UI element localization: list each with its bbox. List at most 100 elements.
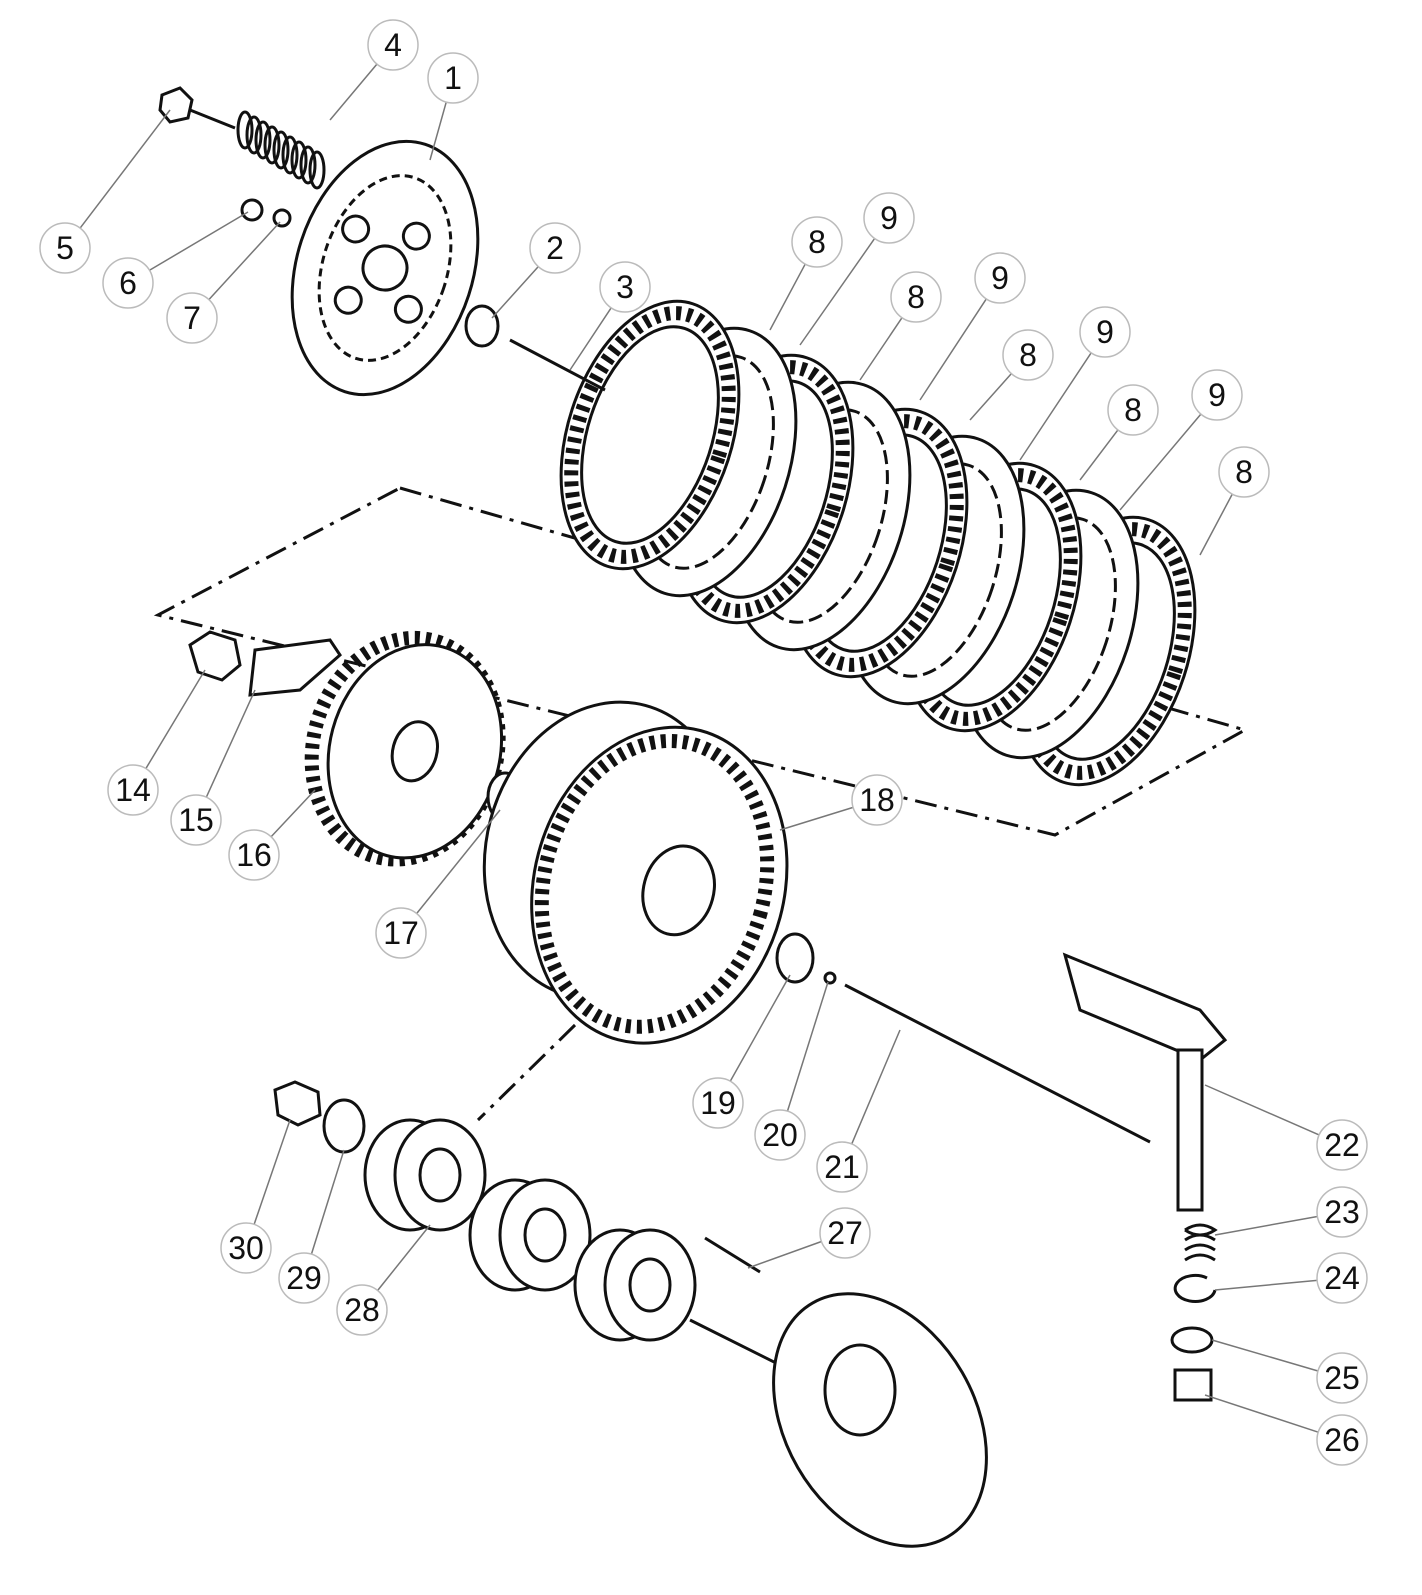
callout-9[interactable]: 9 [1191,369,1243,421]
callout-1[interactable]: 1 [427,52,479,104]
callout-circle [754,1109,806,1161]
callout-number: 18 [859,782,895,818]
callout-26[interactable]: 26 [1316,1414,1368,1466]
leader-line [779,806,854,831]
leader-line [859,317,903,381]
callout-number: 30 [228,1230,264,1266]
callout-number: 21 [824,1149,860,1185]
callout-8[interactable]: 8 [890,271,942,323]
circlip [1173,1274,1217,1303]
callout-circle [278,1252,330,1304]
callout-number: 29 [286,1260,322,1296]
callout-circle [819,1207,871,1259]
callout-number: 20 [762,1117,798,1153]
nut [240,198,264,222]
clutch-pushrod [844,983,1151,1144]
callout-29[interactable]: 29 [278,1252,330,1304]
callout-number: 8 [907,279,925,315]
callout-circle [1079,306,1131,358]
callout-18[interactable]: 18 [851,774,903,826]
callout-number: 22 [1324,1127,1360,1163]
callout-circle [1316,1186,1368,1238]
callout-25[interactable]: 25 [1316,1352,1368,1404]
return-spring [1184,1223,1218,1262]
callout-8[interactable]: 8 [1218,446,1270,498]
callout-number: 25 [1324,1360,1360,1396]
callout-number: 2 [546,230,564,266]
leader-line [729,974,791,1082]
callout-21[interactable]: 21 [816,1141,868,1193]
callout-number: 8 [1124,392,1142,428]
callout-27[interactable]: 27 [819,1207,871,1259]
callout-circle [1191,369,1243,421]
callout-circle [166,292,218,344]
leader-line [1214,1215,1318,1236]
callout-28[interactable]: 28 [336,1284,388,1336]
callout-circle [791,216,843,268]
callout-circle [863,192,915,244]
callout-number: 9 [991,260,1009,296]
clutch-spring [236,110,326,190]
primary-washer [322,1098,366,1154]
leader-line [208,221,281,301]
leader-line [569,307,612,371]
callout-circle [220,1222,272,1274]
callout-20[interactable]: 20 [754,1109,806,1161]
callout-16[interactable]: 16 [228,829,280,881]
callout-22[interactable]: 22 [1316,1119,1368,1171]
callout-8[interactable]: 8 [791,216,843,268]
callout-15[interactable]: 15 [170,794,222,846]
callout-9[interactable]: 9 [974,252,1026,304]
leader-line [329,63,378,121]
callout-number: 17 [383,915,419,951]
callout-number: 9 [1096,314,1114,350]
callout-19[interactable]: 19 [692,1077,744,1129]
leader-line [1019,352,1092,461]
callout-number: 9 [1208,377,1226,413]
balancer-drive-gear [468,1178,592,1292]
leader-line [253,1119,291,1225]
callout-circle [1316,1352,1368,1404]
callout-circle [107,764,159,816]
callout-circle [367,19,419,71]
callout-3[interactable]: 3 [599,261,651,313]
callout-4[interactable]: 4 [367,19,419,71]
callout-23[interactable]: 23 [1316,1186,1368,1238]
callout-17[interactable]: 17 [375,907,427,959]
callout-7[interactable]: 7 [166,292,218,344]
callout-5[interactable]: 5 [39,222,91,274]
callout-30[interactable]: 30 [220,1222,272,1274]
clutch-release-lever [1062,952,1228,1212]
callout-circle [427,52,479,104]
callout-circle [1316,1414,1368,1466]
callout-2[interactable]: 2 [529,222,581,274]
callout-number: 23 [1324,1194,1360,1230]
callout-number: 8 [1235,454,1253,490]
leader-line [149,211,249,271]
thrust-washer [775,932,815,984]
friction-plate [559,299,741,571]
callout-circle [1002,329,1054,381]
callout-circle [1218,446,1270,498]
callout-8[interactable]: 8 [1107,384,1159,436]
leader-line [1079,429,1119,481]
callout-24[interactable]: 24 [1316,1252,1368,1304]
callout-9[interactable]: 9 [1079,306,1131,358]
callout-circle [1107,384,1159,436]
callout-number: 15 [178,802,214,838]
leader-line [969,373,1012,421]
callout-6[interactable]: 6 [102,257,154,309]
callout-9[interactable]: 9 [863,192,915,244]
crankshaft [689,1292,988,1548]
callout-8[interactable]: 8 [1002,329,1054,381]
callout-circle [336,1284,388,1336]
leader-line [1204,1084,1320,1136]
clutch-pack-group-boundary [153,486,1249,837]
callout-14[interactable]: 14 [107,764,159,816]
leader-line [429,101,447,161]
callout-number: 28 [344,1292,380,1328]
leader-line [1204,1394,1319,1433]
callout-circle [851,774,903,826]
callout-number: 27 [827,1215,863,1251]
